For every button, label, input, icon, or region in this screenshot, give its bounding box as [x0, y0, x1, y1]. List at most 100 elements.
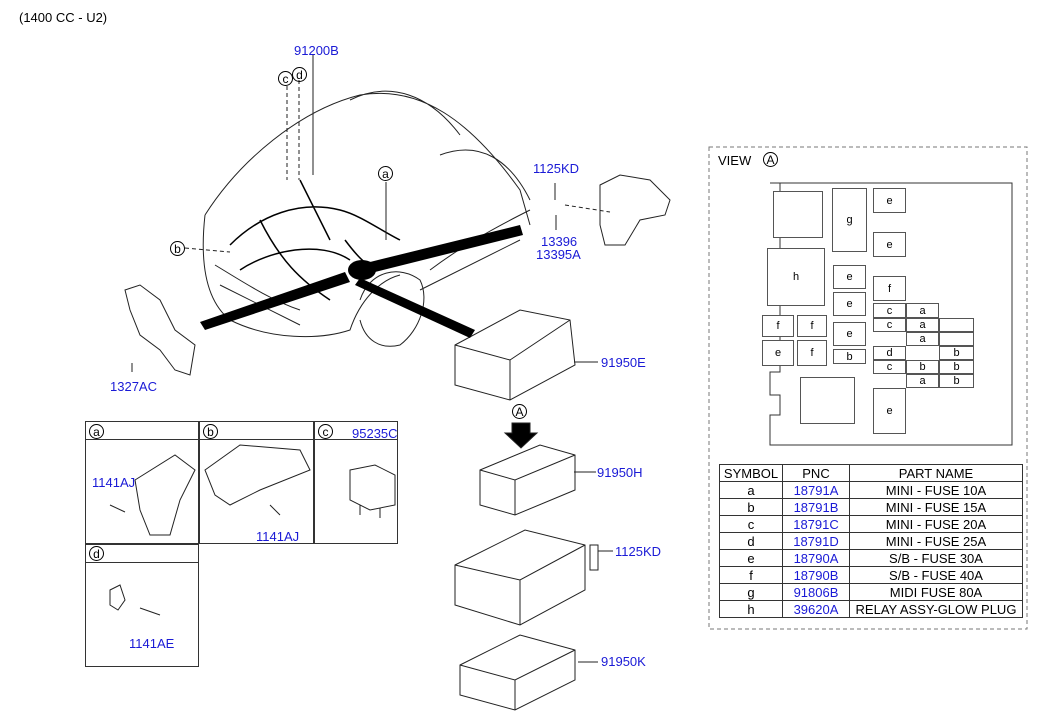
detail-d-drawing: [109, 584, 161, 616]
callout-91200b[interactable]: 91200B: [294, 43, 339, 58]
callout-91950e[interactable]: 91950E: [601, 355, 646, 370]
harness-strap-right: [370, 225, 523, 272]
table-row: b 18791B MINI - FUSE 15A: [719, 498, 1023, 516]
symbol-cell: c: [719, 515, 783, 533]
table-row: f 18790B S/B - FUSE 40A: [719, 566, 1023, 584]
detail-header-row: [85, 421, 398, 440]
callout-1125kd-top[interactable]: 1125KD: [533, 161, 580, 176]
junction-box-91950e: [454, 309, 576, 401]
detail-c-label: c: [318, 424, 333, 439]
fuse-slot-f: f: [797, 315, 827, 337]
callout-91950h[interactable]: 91950H: [597, 465, 643, 480]
marker-b: b: [170, 241, 185, 256]
detail-d-label: d: [89, 546, 104, 561]
part-name-cell: RELAY ASSY-GLOW PLUG: [849, 600, 1023, 618]
pnc-link[interactable]: 91806B: [782, 583, 850, 601]
car-side: [419, 209, 531, 291]
bracket-right: [599, 174, 671, 246]
fuse-slot-a: a: [906, 332, 939, 346]
marker-d: d: [292, 67, 307, 82]
callout-1141aj-a[interactable]: 1141AJ: [92, 475, 136, 490]
fuse-slot-d: d: [873, 346, 906, 360]
fuse-slot-a: a: [906, 374, 939, 388]
symbol-cell: g: [719, 583, 783, 601]
pnc-link[interactable]: 18790B: [782, 566, 850, 584]
callout-95235c[interactable]: 95235C: [352, 426, 398, 441]
table-row: c 18791C MINI - FUSE 20A: [719, 515, 1023, 533]
detail-a-label: a: [89, 424, 104, 439]
car-front-bumper: [202, 214, 401, 338]
table-row: d 18791D MINI - FUSE 25A: [719, 532, 1023, 550]
fuse-slot-a: a: [906, 318, 939, 332]
fuse-box-base: [454, 529, 586, 626]
callout-91950k[interactable]: 91950K: [601, 654, 646, 669]
callout-1125kd-box[interactable]: 1125KD: [615, 544, 662, 559]
pnc-link[interactable]: 18791D: [782, 532, 850, 550]
fuse-slot-e: e: [873, 388, 906, 434]
callout-1141ae[interactable]: 1141AE: [129, 636, 175, 651]
callout-1141aj-b[interactable]: 1141AJ: [256, 529, 300, 544]
harness-strap-left: [200, 272, 350, 330]
windshield: [439, 149, 531, 201]
header-part-name: PART NAME: [849, 464, 1023, 482]
table-row: a 18791A MINI - FUSE 10A: [719, 481, 1023, 499]
pnc-link[interactable]: 18791B: [782, 498, 850, 516]
part-name-cell: MINI - FUSE 15A: [849, 498, 1023, 516]
fuse-slot: [800, 377, 855, 424]
part-name-cell: MIDI FUSE 80A: [849, 583, 1023, 601]
callout-13396[interactable]: 13396: [541, 234, 578, 249]
fuse-slot-b: b: [906, 360, 939, 374]
callout-1327ac[interactable]: 1327AC: [110, 379, 157, 394]
detail-header-row-d: [85, 544, 199, 563]
fuse-slot-empty: [939, 332, 974, 346]
harness-wires: [229, 179, 401, 301]
header-pnc: PNC: [782, 464, 850, 482]
fuse-slot-b: b: [939, 374, 974, 388]
pnc-link[interactable]: 18791A: [782, 481, 850, 499]
view-title: VIEW: [718, 153, 752, 168]
pnc-link[interactable]: 18791C: [782, 515, 850, 533]
fuse-slot-a: a: [906, 303, 939, 318]
part-name-cell: MINI - FUSE 20A: [849, 515, 1023, 533]
fuse-slot-e: e: [762, 340, 794, 366]
fuse-box-91950h: [479, 444, 576, 516]
parts-table: SYMBOL PNC PART NAME a 18791A MINI - FUS…: [719, 464, 1023, 618]
fuse-slot-empty: [939, 318, 974, 332]
symbol-cell: b: [719, 498, 783, 516]
marker-a: a: [378, 166, 393, 181]
pnc-link[interactable]: 18790A: [782, 549, 850, 567]
table-row: h 39620A RELAY ASSY-GLOW PLUG: [719, 600, 1023, 618]
fuse-slot-f: f: [873, 276, 906, 301]
fuse-slot-f: f: [762, 315, 794, 337]
callout-13395a[interactable]: 13395A: [536, 247, 581, 262]
detail-a-drawing: [109, 454, 196, 536]
arrow-view-a: [503, 422, 539, 449]
harness-strap-lower: [355, 278, 475, 338]
parts-table-header-row: SYMBOL PNC PART NAME: [719, 464, 1023, 482]
bolt-icon: [589, 544, 599, 571]
table-row: g 91806B MIDI FUSE 80A: [719, 583, 1023, 601]
fuse-slot-g: g: [832, 188, 867, 252]
symbol-cell: a: [719, 481, 783, 499]
fuse-slot-c: c: [873, 360, 906, 374]
fuse-slot-e: e: [873, 188, 906, 213]
view-marker: A: [763, 152, 778, 167]
detail-b-drawing: [204, 444, 311, 516]
fuse-slot-c: c: [873, 303, 906, 318]
part-name-cell: MINI - FUSE 25A: [849, 532, 1023, 550]
fuse-slot-c: c: [873, 318, 906, 332]
pnc-link[interactable]: 39620A: [782, 600, 850, 618]
car-body-outline: [204, 90, 531, 226]
fuse-slot-b: b: [939, 346, 974, 360]
fuse-slot-b: b: [939, 360, 974, 374]
engine-note: (1400 CC - U2): [19, 10, 108, 25]
fuse-slot-e: e: [833, 292, 866, 316]
lower-cover-91950k: [459, 634, 576, 711]
table-row: e 18790A S/B - FUSE 30A: [719, 549, 1023, 567]
part-name-cell: S/B - FUSE 30A: [849, 549, 1023, 567]
header-symbol: SYMBOL: [719, 464, 783, 482]
fuse-slot-h: h: [767, 248, 825, 306]
symbol-cell: h: [719, 600, 783, 618]
part-name-cell: S/B - FUSE 40A: [849, 566, 1023, 584]
